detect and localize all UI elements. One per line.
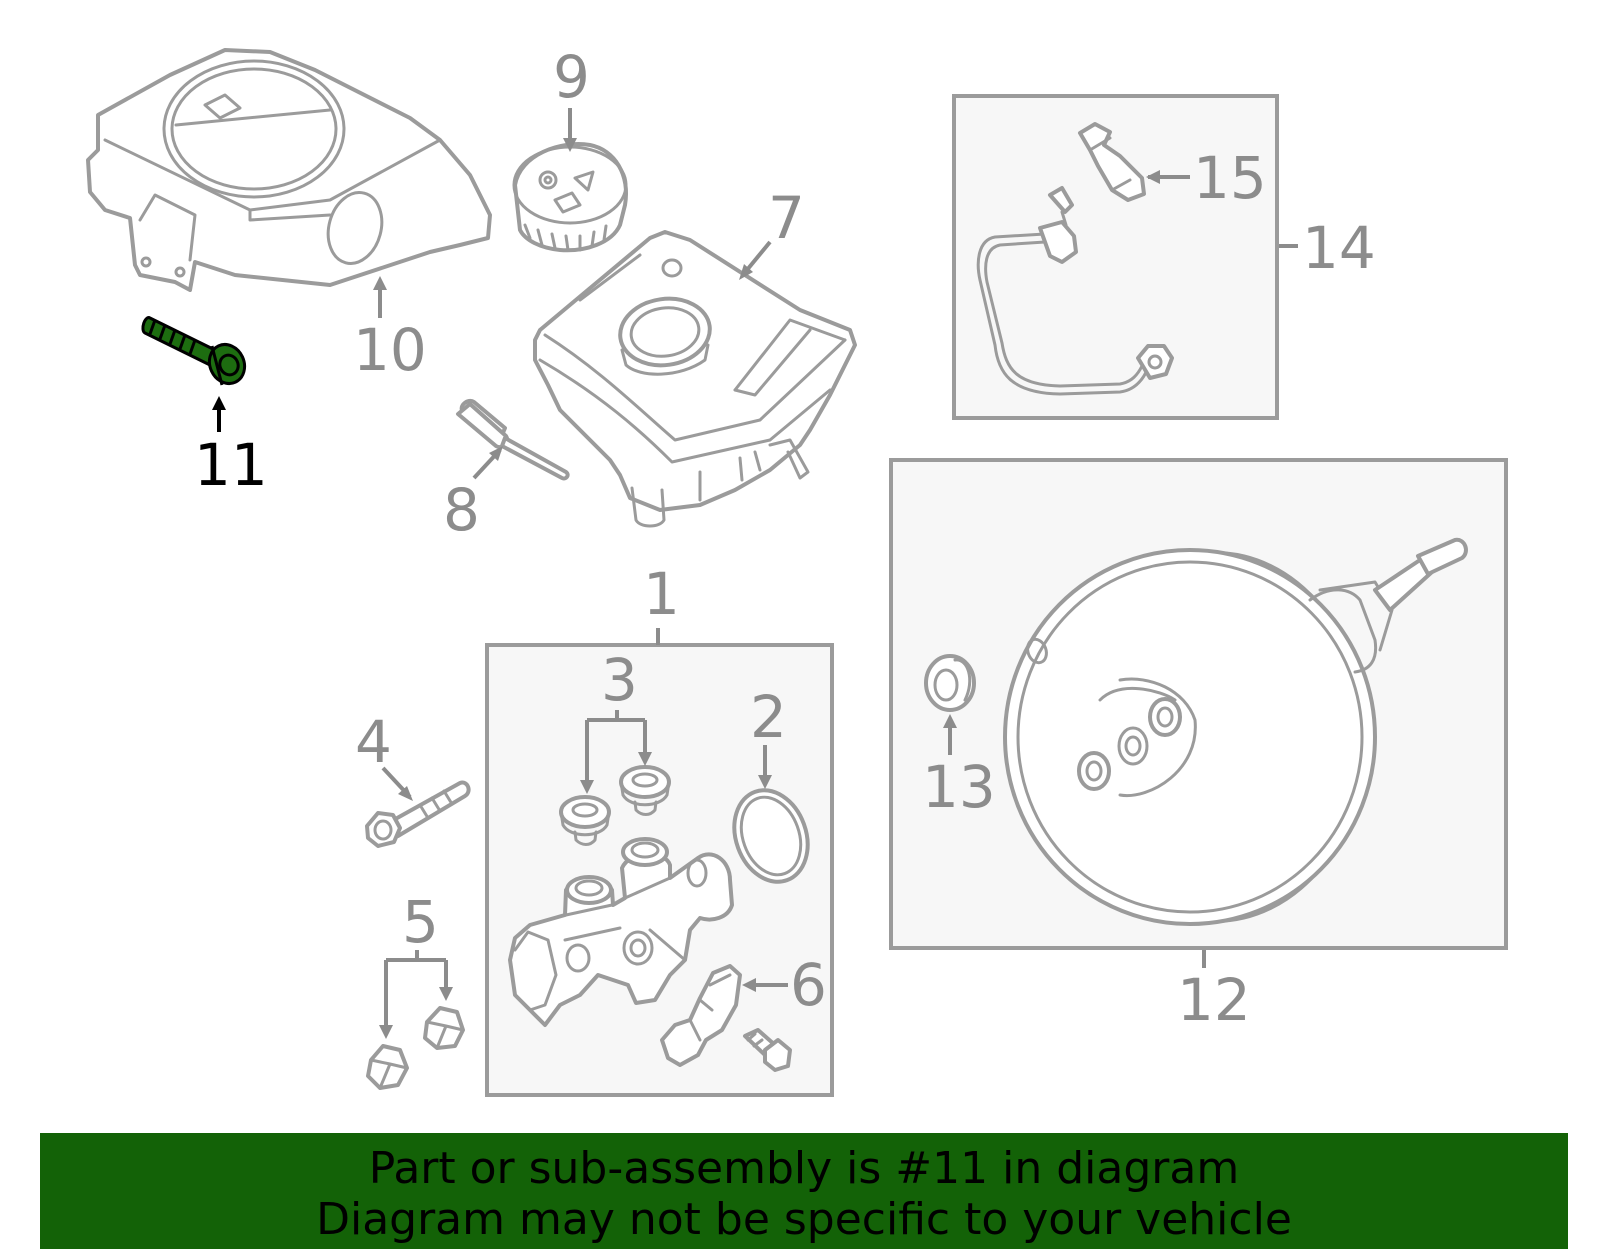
part-15-sensor[interactable]: [1078, 122, 1146, 202]
part-9-cap[interactable]: [512, 142, 628, 253]
part-11-bolt[interactable]: [141, 316, 251, 390]
part-1-master-cylinder[interactable]: [508, 837, 734, 1027]
banner-line-2: Diagram may not be specific to your vehi…: [316, 1194, 1292, 1245]
leader-5: [384, 950, 448, 1035]
part-8-pin[interactable]: [456, 399, 570, 481]
part-10-cover[interactable]: [86, 48, 492, 292]
arrow-2: [758, 775, 772, 789]
info-banner: Part or sub-assembly is #11 in diagram D…: [40, 1133, 1568, 1249]
arrow-5b: [439, 987, 453, 1001]
callout-9: 9: [553, 43, 590, 111]
callout-15: 15: [1193, 144, 1267, 212]
arrow-10: [373, 276, 387, 290]
banner-line-1: Part or sub-assembly is #11 in diagram: [368, 1143, 1240, 1194]
arrow-15: [1146, 170, 1160, 184]
part-12-booster[interactable]: [1003, 537, 1468, 926]
arrow-11: [212, 396, 226, 410]
callout-4: 4: [355, 708, 392, 776]
arrow-3a: [580, 780, 594, 794]
leader-3: [585, 710, 647, 790]
part-2-o-ring[interactable]: [722, 780, 820, 892]
callout-10: 10: [353, 316, 427, 384]
callout-7: 7: [768, 184, 805, 252]
part-3-seals[interactable]: [559, 765, 671, 846]
arrow-13: [943, 714, 957, 728]
part-7-reservoir[interactable]: [533, 230, 857, 528]
callout-2: 2: [750, 683, 787, 751]
callout-1: 1: [643, 560, 680, 628]
arrow-8: [489, 446, 503, 461]
callout-8: 8: [443, 476, 480, 544]
arrow-6: [742, 978, 756, 992]
callout-13: 13: [922, 753, 996, 821]
callout-12: 12: [1177, 966, 1251, 1034]
callout-6: 6: [790, 951, 827, 1019]
callout-14: 14: [1302, 214, 1376, 282]
callout-11: 11: [194, 431, 268, 499]
callout-3: 3: [601, 646, 638, 714]
part-4-bolt[interactable]: [365, 780, 471, 848]
part-6-bolt[interactable]: [743, 1028, 792, 1072]
arrow-3b: [638, 752, 652, 766]
arrow-5a: [379, 1025, 393, 1039]
part-14-brake-line[interactable]: [976, 186, 1174, 396]
part-13-grommet[interactable]: [924, 654, 976, 712]
part-6-bracket[interactable]: [660, 964, 742, 1067]
arrow-4: [398, 786, 413, 801]
part-5-nuts[interactable]: [366, 1006, 465, 1090]
arrow-7: [739, 264, 753, 280]
callout-5: 5: [402, 888, 439, 956]
arrow-9: [563, 138, 577, 152]
